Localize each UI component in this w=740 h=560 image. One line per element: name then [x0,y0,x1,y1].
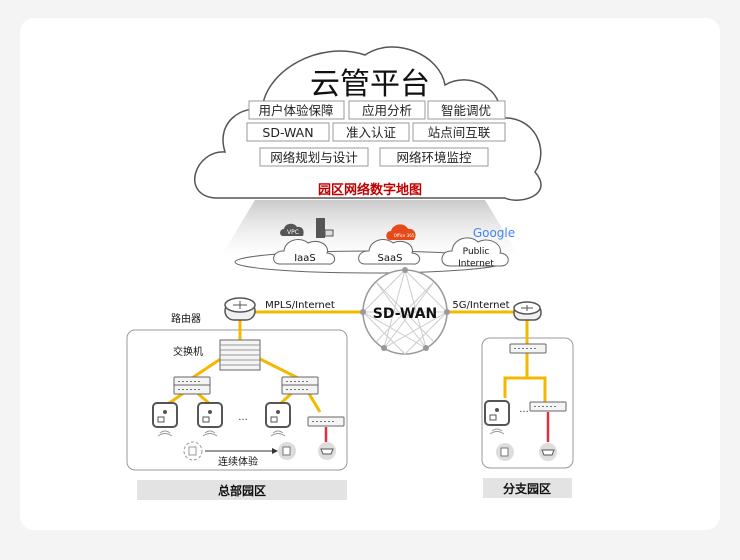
branch-poe-switch-icon [529,401,567,412]
branch-camera-icon [539,443,557,461]
feature-label: 智能调优 [441,103,491,118]
branch-link-label: 5G/Internet [452,300,509,311]
feature-label: 站点间互联 [428,125,491,140]
digital-map-label: 园区网络数字地图 [318,182,422,198]
google-logo: Google [473,226,515,240]
server-icon [316,218,325,238]
iaas-cloud: VPC IaaS [273,218,336,265]
branch-ellipsis: ... [519,404,529,415]
camera-icon [318,442,336,460]
office365-badge: Office 365 [394,233,415,238]
branch-links [503,320,547,402]
hq-label-bar [137,480,347,500]
sdwan-label: SD-WAN [373,306,438,322]
feature-boxes: 用户体验保障 应用分析 智能调优 SD-WAN 准入认证 站点间互联 网络规划与… [246,100,506,167]
platform-title: 云管平台 [310,67,430,102]
branch-name: 分支园区 [503,481,551,496]
public-internet-cloud: Google Public Internet [441,226,515,269]
office365-icon [386,224,416,240]
branch-device-icon [496,443,514,461]
poe-switch-icon [307,416,345,427]
router-label: 路由器 [171,312,201,325]
saas-cloud: Office 365 SaaS [358,224,421,265]
core-switch-icon [219,339,261,371]
hq-campus-box [126,329,348,471]
internet-label: Internet [458,259,494,269]
ellipsis: ... [238,412,248,423]
feature-label: 用户体验保障 [258,103,333,118]
vpc-icon [280,223,304,236]
feature-label: 网络规划与设计 [270,150,358,165]
branch-router-icon [513,301,542,321]
switch-label: 交换机 [173,345,203,358]
hq-link-label: MPLS/Internet [265,300,335,311]
vpc-badge: VPC [287,229,299,236]
access-switch-icon [173,384,211,395]
roaming-device-after-icon [278,442,296,460]
public-label: Public [463,247,490,257]
roaming-label: 连续体验 [218,455,258,468]
hq-name: 总部园区 [218,483,266,498]
sdwan-mesh: SD-WAN [360,267,450,355]
branch-label-bar [483,478,572,498]
saas-label: SaaS [378,253,403,264]
feature-label: 网络环境监控 [396,150,472,165]
access-switch-icon [281,384,319,395]
roaming-device-before-icon [183,441,203,461]
feature-label: 应用分析 [362,103,412,118]
iaas-label: IaaS [294,253,316,264]
feature-label: SD-WAN [262,125,313,140]
feature-label: 准入认证 [346,125,397,140]
branch-switch-icon [509,343,547,354]
hq-router-icon [224,297,256,321]
